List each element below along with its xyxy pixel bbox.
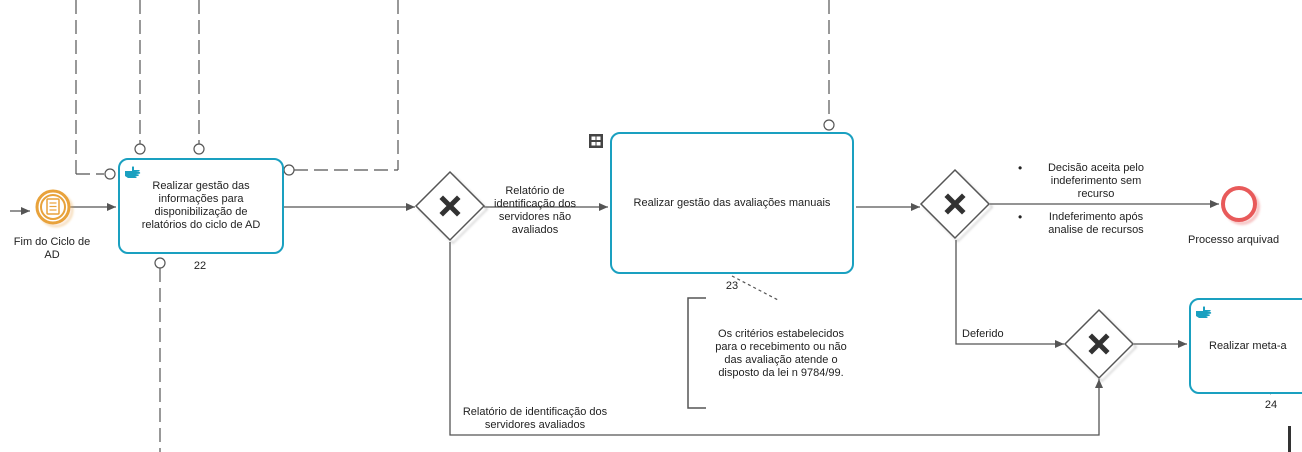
gateway-conditions: Decisão aceita pelo indeferimento sem re… (1018, 162, 1158, 247)
flow-label-deferido: Deferido (962, 328, 1004, 340)
start-event-label: Fim do Ciclo de AD (13, 236, 91, 261)
association-endpoint (823, 119, 835, 131)
annotation-bracket (687, 297, 706, 409)
subprocess-icon (589, 134, 603, 148)
flow-label-nao-avaliados: Relatório de identificação dos servidore… (494, 185, 576, 236)
sequence-flow (449, 242, 1103, 436)
manual-task-hand-icon (1196, 306, 1212, 318)
task-label: Realizar meta-a (1209, 339, 1287, 352)
exclusive-gateway-2[interactable] (919, 168, 991, 240)
task-realizar-gestao-informacoes[interactable]: Realizar gestão das informações para dis… (118, 158, 284, 254)
edge-marker (1288, 426, 1291, 452)
flow-label-avaliados: Relatório de identificação dos servidore… (462, 406, 608, 431)
exclusive-gateway-3[interactable] (1063, 308, 1135, 380)
manual-task-hand-icon (125, 166, 141, 178)
task-label: Realizar gestão das informações para dis… (141, 180, 261, 231)
association-endpoint (104, 168, 116, 180)
association-endpoint (154, 257, 166, 269)
task-number: 22 (193, 260, 207, 272)
task-number: 23 (725, 280, 739, 292)
condition-item: Indeferimento após analise de recursos (1018, 211, 1158, 237)
condition-item: Decisão aceita pelo indeferimento sem re… (1018, 162, 1158, 201)
task-label: Realizar gestão das avaliações manuais (633, 196, 831, 209)
end-event-label: Processo arquivad (1188, 234, 1280, 246)
end-event[interactable] (1221, 186, 1257, 222)
annotation-association (731, 275, 779, 301)
task-realizar-meta[interactable]: Realizar meta-a (1189, 298, 1302, 394)
association-endpoint (134, 143, 146, 155)
text-annotation: Os critérios estabelecidos para o recebi… (715, 328, 847, 379)
exclusive-gateway-1[interactable] (414, 170, 486, 242)
task-realizar-gestao-avaliacoes[interactable]: Realizar gestão das avaliações manuais (610, 132, 854, 274)
association-endpoint (283, 164, 295, 176)
sequence-flow (955, 240, 1064, 348)
start-event[interactable] (35, 189, 71, 225)
association-endpoint (193, 143, 205, 155)
task-number: 24 (1264, 399, 1278, 411)
